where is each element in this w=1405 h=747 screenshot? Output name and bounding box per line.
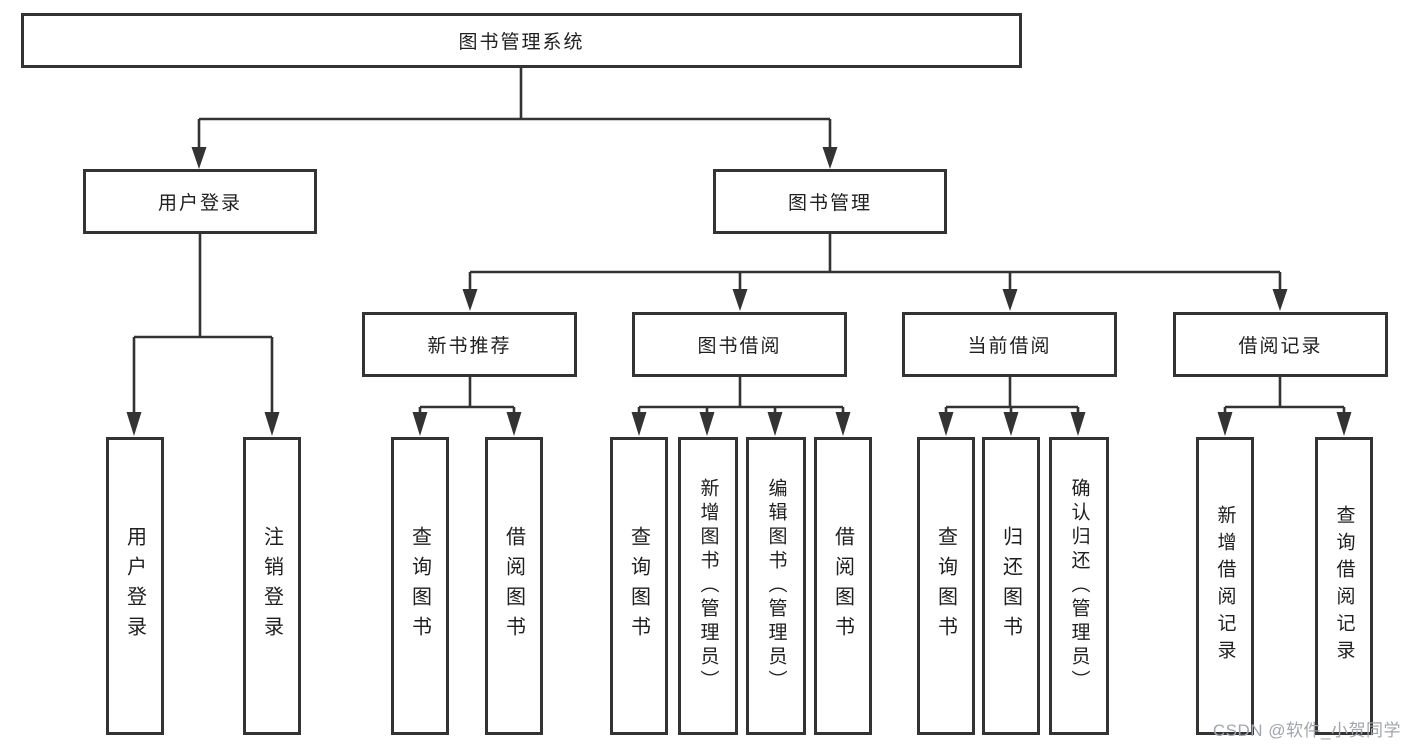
node-book-management: 图书管理 <box>713 169 947 234</box>
leaf-label: 查询借阅记录 <box>1333 505 1355 667</box>
leaf-user-login: 用户登录 <box>106 437 164 735</box>
leaf-label: 注销登录 <box>260 526 283 646</box>
leaf-label: 查询图书 <box>408 526 431 646</box>
leaf-label: 借阅图书 <box>831 526 854 646</box>
leaf-borrow-books-recommend: 借阅图书 <box>485 437 543 735</box>
leaf-label: 用户登录 <box>123 526 146 646</box>
leaf-edit-books-admin: 编辑图书（管理员） <box>746 437 806 735</box>
leaf-label: 确认归还（管理员） <box>1068 478 1090 694</box>
node-borrowing-records: 借阅记录 <box>1173 312 1388 377</box>
leaf-query-borrow-record: 查询借阅记录 <box>1315 437 1373 735</box>
leaf-label: 编辑图书（管理员） <box>765 478 787 694</box>
leaf-return-books: 归还图书 <box>982 437 1040 735</box>
node-book-borrowing: 图书借阅 <box>632 312 847 377</box>
leaf-query-books-recommend: 查询图书 <box>391 437 449 735</box>
node-label: 图书借阅 <box>697 336 782 357</box>
leaf-label: 归还图书 <box>999 526 1022 646</box>
node-new-book-recommendation: 新书推荐 <box>362 312 577 377</box>
leaf-label: 借阅图书 <box>502 526 525 646</box>
leaf-borrow-books: 借阅图书 <box>814 437 872 735</box>
node-label: 用户登录 <box>157 193 242 214</box>
leaf-label: 查询图书 <box>934 526 957 646</box>
leaf-label: 查询图书 <box>627 526 650 646</box>
node-current-borrowing: 当前借阅 <box>902 312 1117 377</box>
node-library-system: 图书管理系统 <box>21 13 1022 68</box>
node-label: 图书管理 <box>787 193 872 214</box>
leaf-add-books-admin: 新增图书（管理员） <box>678 437 738 735</box>
leaf-confirm-return-admin: 确认归还（管理员） <box>1049 437 1109 735</box>
leaf-label: 新增借阅记录 <box>1214 505 1236 667</box>
leaf-query-books-current: 查询图书 <box>917 437 975 735</box>
leaf-label: 新增图书（管理员） <box>697 478 719 694</box>
node-user-login: 用户登录 <box>83 169 317 234</box>
node-label: 借阅记录 <box>1238 336 1323 357</box>
node-label: 当前借阅 <box>967 336 1052 357</box>
node-label: 新书推荐 <box>427 336 512 357</box>
csdn-watermark: CSDN @软件_小贺同学 <box>1212 721 1401 740</box>
leaf-query-books-borrowing: 查询图书 <box>610 437 668 735</box>
leaf-logout: 注销登录 <box>243 437 301 735</box>
leaf-add-borrow-record: 新增借阅记录 <box>1196 437 1254 735</box>
node-label: 图书管理系统 <box>458 32 585 53</box>
